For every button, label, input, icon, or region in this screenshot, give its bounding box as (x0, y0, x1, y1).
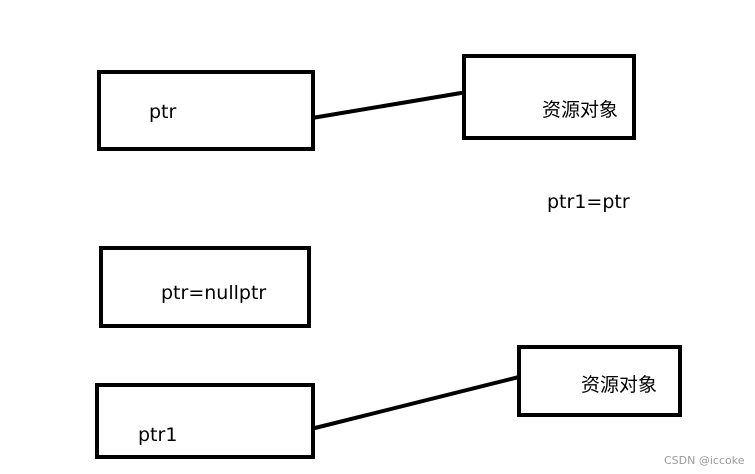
top-pointer-arrow-line (310, 91, 463, 120)
bottom-pointer-label: ptr1 (138, 424, 178, 446)
nulled-pointer-label: ptr=nullptr (161, 282, 267, 304)
top-pointer-label: ptr (149, 101, 177, 123)
top-pointer-box (97, 70, 315, 151)
nulled-pointer-box (99, 246, 311, 328)
bottom-pointer-box (95, 383, 315, 459)
assignment-label: ptr1=ptr (547, 191, 630, 213)
bottom-pointer-arrow-line (313, 375, 521, 430)
top-resource-object-box (462, 54, 636, 140)
top-resource-object-label: 资源对象 (542, 99, 619, 121)
csdn-watermark: CSDN @iccoke (664, 454, 745, 467)
bottom-resource-object-label: 资源对象 (581, 374, 658, 396)
bottom-resource-object-box (517, 345, 682, 417)
